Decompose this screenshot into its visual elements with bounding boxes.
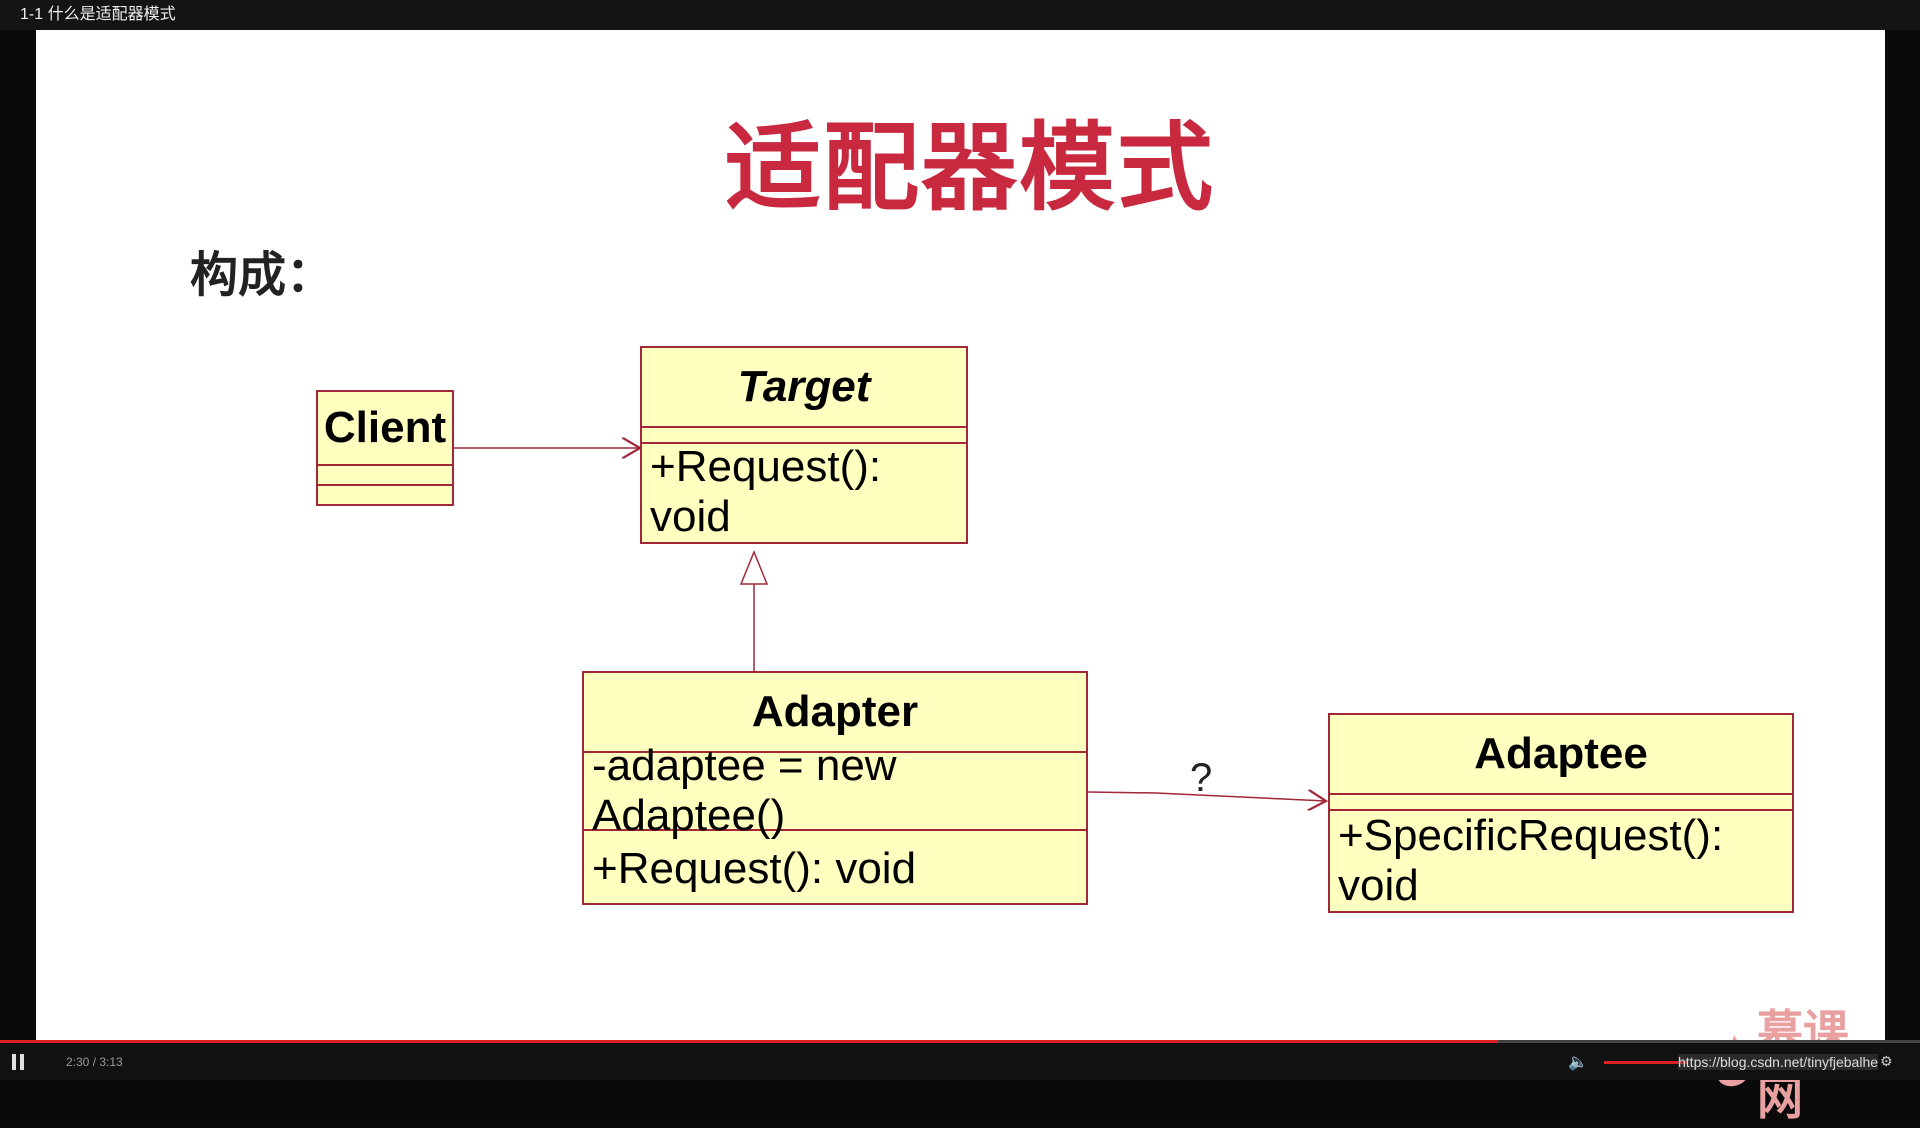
window-title: 1-1 什么是适配器模式 xyxy=(0,0,1920,30)
class-attributes xyxy=(1330,795,1792,811)
settings-icon[interactable]: ⚙ xyxy=(1880,1053,1893,1069)
class-attribute: -adaptee = new Adaptee() xyxy=(584,741,1086,840)
volume-slider[interactable] xyxy=(1604,1061,1688,1064)
class-operation: +Request(): void xyxy=(592,844,917,893)
class-operations xyxy=(318,486,452,504)
progress-fill xyxy=(0,1040,1498,1043)
pause-icon xyxy=(12,1054,16,1070)
class-operation: +Request(): void xyxy=(650,442,882,541)
edge-label: ? xyxy=(1190,756,1213,800)
class-name: Adapter xyxy=(584,673,1086,753)
generalization-arrowhead xyxy=(739,550,769,585)
class-attributes xyxy=(642,428,966,444)
time-display: 2:30 / 3:13 xyxy=(66,1055,123,1069)
slide-title: 适配器模式 xyxy=(725,112,1215,224)
edge-adapter-adaptee xyxy=(1087,792,1326,801)
uml-class-target: Target +Request(): void xyxy=(640,346,968,544)
uml-class-adaptee: Adaptee +SpecificRequest(): void xyxy=(1328,713,1794,913)
uml-class-client: Client xyxy=(316,390,454,506)
uml-connectors xyxy=(454,30,1885,1041)
volume-icon[interactable]: 🔈 xyxy=(1568,1054,1588,1071)
class-attributes xyxy=(318,466,452,486)
class-name: Adaptee xyxy=(1330,715,1792,795)
class-name: Client xyxy=(318,392,452,466)
pause-icon xyxy=(20,1054,24,1070)
url-overlay: https://blog.csdn.net/tinyfjebalhe xyxy=(1678,1054,1879,1070)
player-controls: 2:30 / 3:13 🔈 https://blog.csdn.net/tiny… xyxy=(0,1043,1920,1080)
class-name: Target xyxy=(642,348,966,428)
progress-bar[interactable] xyxy=(0,1040,1920,1043)
slide: 适配器模式 构成： ? Client Target +Request(): vo… xyxy=(36,30,1885,1125)
section-label: 构成： xyxy=(190,247,335,303)
uml-class-adapter: Adapter -adaptee = new Adaptee() +Reques… xyxy=(582,671,1088,905)
pause-button[interactable] xyxy=(12,1054,28,1070)
class-operation: +SpecificRequest(): void xyxy=(1338,811,1724,910)
